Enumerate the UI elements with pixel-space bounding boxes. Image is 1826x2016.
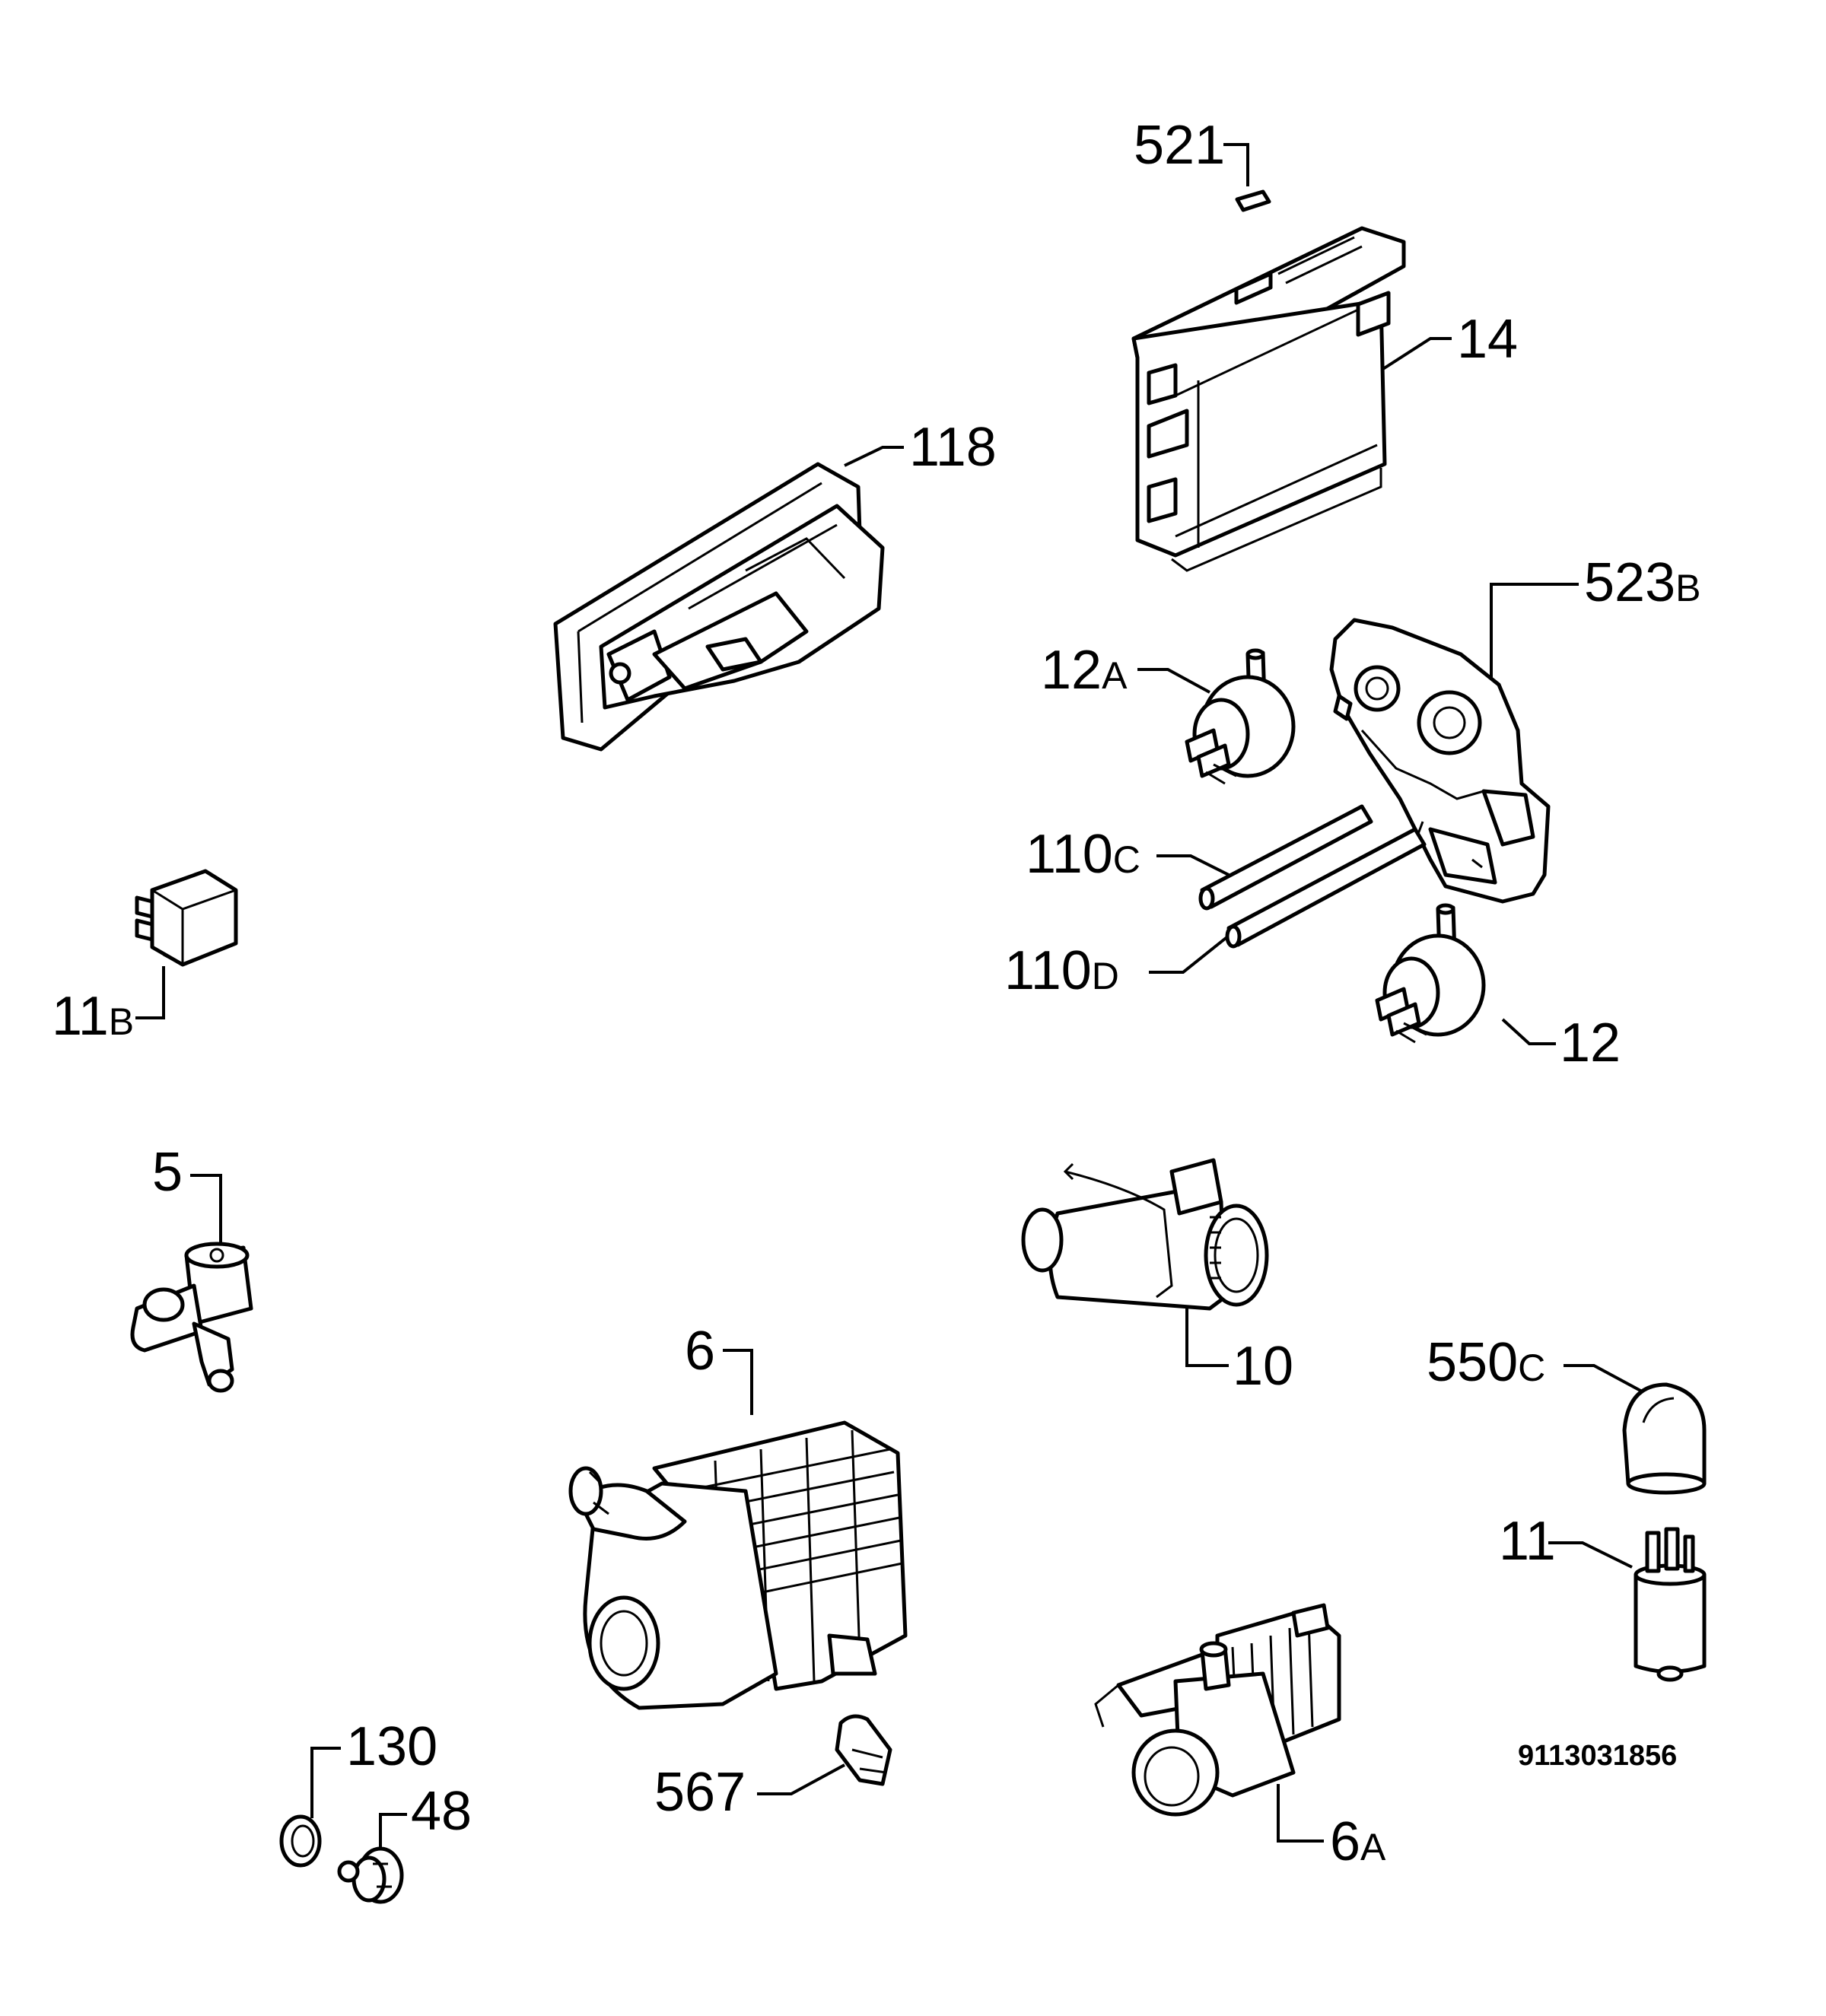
- leader-110c: [1156, 854, 1230, 876]
- leader-10: [1185, 1308, 1229, 1367]
- label-10: 10: [1233, 1336, 1293, 1397]
- part-10-heater: [1021, 1158, 1269, 1311]
- leader-48: [379, 1813, 407, 1856]
- label-12a: 12A: [1041, 640, 1128, 701]
- part-11b-relay: [135, 869, 238, 967]
- label-11: 11: [1499, 1511, 1556, 1572]
- label-567: 567: [654, 1762, 746, 1823]
- label-12: 12: [1560, 1013, 1621, 1073]
- label-14: 14: [1457, 309, 1518, 370]
- part-550c-cap: [1622, 1382, 1707, 1495]
- leader-521: [1223, 143, 1249, 186]
- part-6a-drain-pump: [1094, 1603, 1341, 1817]
- leader-550c: [1564, 1364, 1644, 1394]
- leader-118: [844, 446, 904, 467]
- part-567-clip: [835, 1714, 892, 1786]
- label-523b: 523B: [1584, 552, 1701, 613]
- leader-11: [1548, 1541, 1633, 1569]
- part-11-capacitor: [1634, 1527, 1707, 1682]
- diagram-code: 9113031856: [1518, 1740, 1677, 1772]
- leader-567: [757, 1763, 845, 1795]
- label-130: 130: [346, 1716, 437, 1777]
- label-521: 521: [1134, 115, 1225, 176]
- label-11b: 11B: [52, 986, 134, 1047]
- leader-523b: [1490, 583, 1579, 685]
- label-48: 48: [411, 1781, 472, 1842]
- label-110d: 110D: [1004, 940, 1119, 1001]
- label-118: 118: [909, 417, 997, 478]
- part-110c-tube: [1198, 804, 1373, 911]
- label-5: 5: [152, 1142, 183, 1203]
- part-12-pressure-switch: [1375, 903, 1486, 1044]
- part-130-seal-ring: [279, 1814, 322, 1868]
- leader-130: [310, 1747, 341, 1818]
- part-14-control-module: [1131, 226, 1406, 572]
- leader-5: [190, 1174, 222, 1251]
- leader-12: [1501, 1018, 1556, 1045]
- leader-14: [1376, 337, 1452, 374]
- leader-110d: [1149, 934, 1230, 974]
- leader-6: [723, 1349, 753, 1415]
- part-5-inlet-valve: [130, 1242, 253, 1393]
- part-118-dispenser: [553, 462, 885, 752]
- leader-lines: [135, 143, 1644, 1856]
- part-110d-tube: [1225, 827, 1427, 949]
- label-6a: 6A: [1330, 1811, 1386, 1872]
- label-6: 6: [685, 1321, 715, 1382]
- part-6-circulation-pump: [568, 1420, 908, 1710]
- part-48-plug: [337, 1846, 404, 1904]
- label-110c: 110C: [1026, 824, 1140, 885]
- label-550c: 550C: [1427, 1332, 1545, 1393]
- part-523b-manifold: [1329, 618, 1551, 904]
- leader-12a: [1137, 668, 1210, 694]
- leader-11b: [135, 966, 165, 1019]
- leader-6a: [1277, 1784, 1324, 1843]
- part-521-clip: [1235, 189, 1271, 212]
- part-12a-pressure-switch: [1185, 648, 1296, 785]
